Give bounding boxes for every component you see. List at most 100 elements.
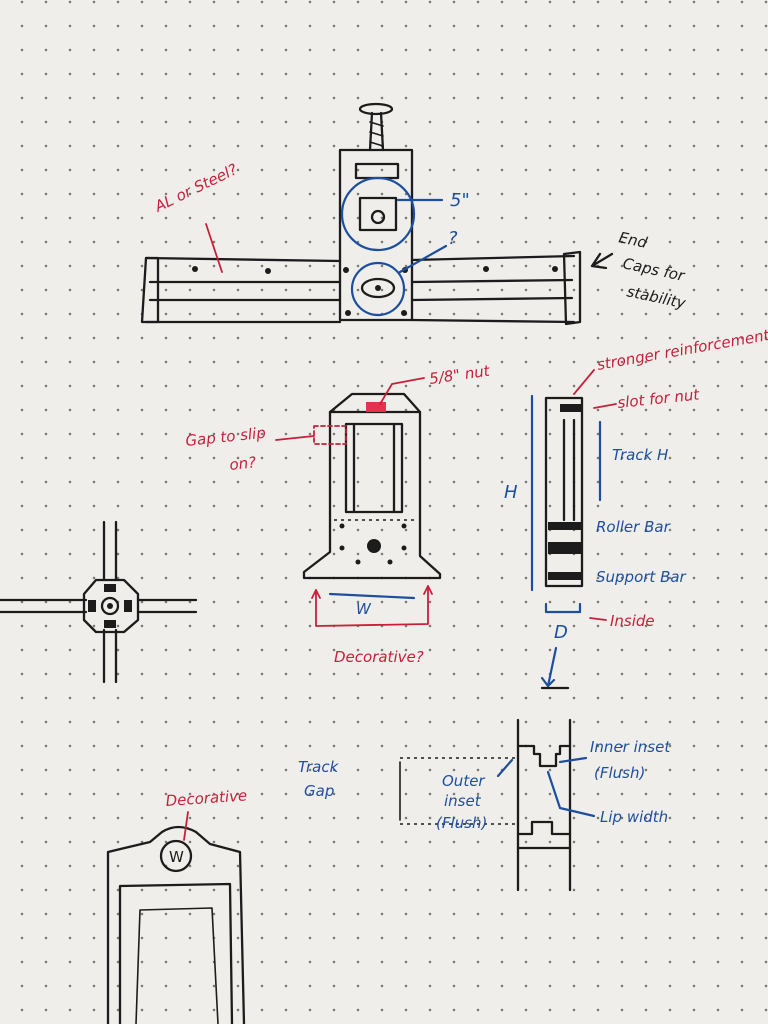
label-decorative: Decorative: [165, 786, 248, 810]
dim-d-bracket: [544, 602, 582, 614]
label-outer-inset-3: (Flush): [436, 814, 487, 832]
label-track-h: Track H: [612, 446, 668, 464]
decorative-outline: [106, 825, 246, 1024]
leader-question: [398, 244, 448, 274]
label-lip-width: Lip width: [600, 808, 668, 826]
label-end-caps-2: Caps for: [621, 254, 687, 285]
label-w-circle: W: [169, 848, 184, 866]
left-end-cap: [140, 256, 160, 324]
rail-hole: [265, 268, 271, 274]
highlight-circle-nut: [340, 176, 416, 252]
track-window-outer: [344, 422, 404, 514]
track-gap-detail-sketch: [399, 686, 572, 892]
hub-left-arm: [0, 598, 88, 614]
front-hole: [339, 523, 345, 529]
plate-hole: [345, 310, 351, 316]
rail-lower-edge: [148, 296, 574, 302]
roller-axle: [375, 285, 381, 291]
label-roller-bar: Roller Bar: [596, 518, 671, 536]
hub-slot: [124, 600, 132, 612]
leader-gap: [275, 435, 315, 441]
arrow-to-detail-head: [540, 676, 556, 688]
label-reinforcement: stronger reinforcement: [596, 326, 768, 374]
label-h: H: [504, 482, 518, 503]
side-bar-mid: [548, 542, 582, 554]
highlight-circle-roller: [350, 261, 406, 317]
center-plate: [338, 148, 414, 322]
leader-slot: [593, 403, 617, 409]
decorative-circle: [159, 839, 193, 873]
label-w: W: [356, 600, 372, 618]
hub-octagon: [82, 578, 140, 634]
hub-slot: [104, 584, 116, 592]
label-decorative-q: Decorative?: [334, 648, 424, 666]
label-end-caps-1: End: [617, 228, 649, 252]
arrow-end-caps: [590, 252, 614, 270]
front-hole: [355, 559, 361, 565]
label-nut: 5/8" nut: [428, 362, 492, 388]
rail-hole: [192, 266, 198, 272]
gap-dashed-box: [313, 425, 347, 445]
label-5in: 5": [450, 190, 470, 211]
arrow-to-detail: [546, 646, 558, 688]
leader-inner-inset: [558, 756, 588, 764]
label-gap-1: Gap to slip: [185, 424, 267, 450]
side-track-lines: [562, 418, 576, 522]
label-d: D: [554, 622, 568, 643]
label-gap-2: on?: [229, 453, 257, 474]
label-end-caps-3: stability: [625, 282, 688, 312]
rail-bottom-edge: [144, 318, 576, 324]
label-inner-inset-1: Inner inset: [590, 738, 671, 756]
leader-decorative: [183, 811, 189, 841]
nut-hole: [370, 209, 386, 225]
front-annotations: 5/8" nut Gap to slip on? W Decorative?: [185, 362, 492, 666]
top-assembly-sketch: [140, 102, 582, 326]
decorative-end-sketch: W Decorative: [106, 786, 248, 1024]
label-support-bar: Support Bar: [596, 568, 687, 586]
side-nut-slot: [560, 404, 582, 412]
side-body: [544, 396, 584, 588]
hub-right-arm: [136, 598, 198, 614]
label-inner-inset-2: (Flush): [594, 764, 645, 782]
dim-w: [328, 592, 416, 600]
label-slot: slot for nut: [617, 385, 702, 412]
bracket-decorative: [315, 585, 429, 627]
right-end-cap: [562, 250, 582, 326]
label-track-gap-2: Gap: [304, 782, 334, 800]
front-hole: [401, 523, 407, 529]
decorative-inner-lines: [135, 907, 219, 1024]
side-roller-bar: [548, 522, 582, 530]
leader-nut: [379, 377, 425, 405]
detail-lower-profile: [516, 820, 572, 836]
decorative-inner-frame: [118, 882, 234, 1024]
label-track-gap-1: Track: [298, 758, 340, 776]
leader-reinforcement: [573, 369, 595, 395]
label-material: AL or Steel?: [151, 160, 240, 216]
top-annotations: AL or Steel? 5" ? End Caps for stability: [151, 160, 688, 312]
hub-axle: [107, 603, 113, 609]
label-question: ?: [448, 228, 458, 249]
rail-top-edge: [144, 254, 576, 263]
front-hole: [339, 545, 345, 551]
detail-upper-profile: [516, 744, 572, 768]
bracket-arrows: [311, 585, 433, 599]
hub-slot: [88, 600, 96, 612]
plate-hole: [401, 310, 407, 316]
side-annotations: stronger reinforcement slot for nut Trac…: [504, 326, 768, 643]
front-view-sketch: [302, 392, 442, 580]
rail-mid-edge: [148, 278, 574, 284]
hub-bottom-arm: [102, 628, 118, 684]
leader-lip-width: [546, 770, 596, 818]
rail-hole: [552, 266, 558, 272]
rail-hole: [483, 266, 489, 272]
track-window-inner: [352, 422, 396, 514]
label-outer-inset-2: inset: [444, 792, 482, 810]
label-inside: Inside: [610, 612, 655, 630]
hub-sketch: [0, 520, 198, 684]
detail-outer-walls: [516, 718, 572, 892]
front-hole: [401, 545, 407, 551]
roller: [360, 277, 396, 299]
hub-top-arm: [102, 520, 118, 582]
hub-center: [100, 596, 120, 616]
